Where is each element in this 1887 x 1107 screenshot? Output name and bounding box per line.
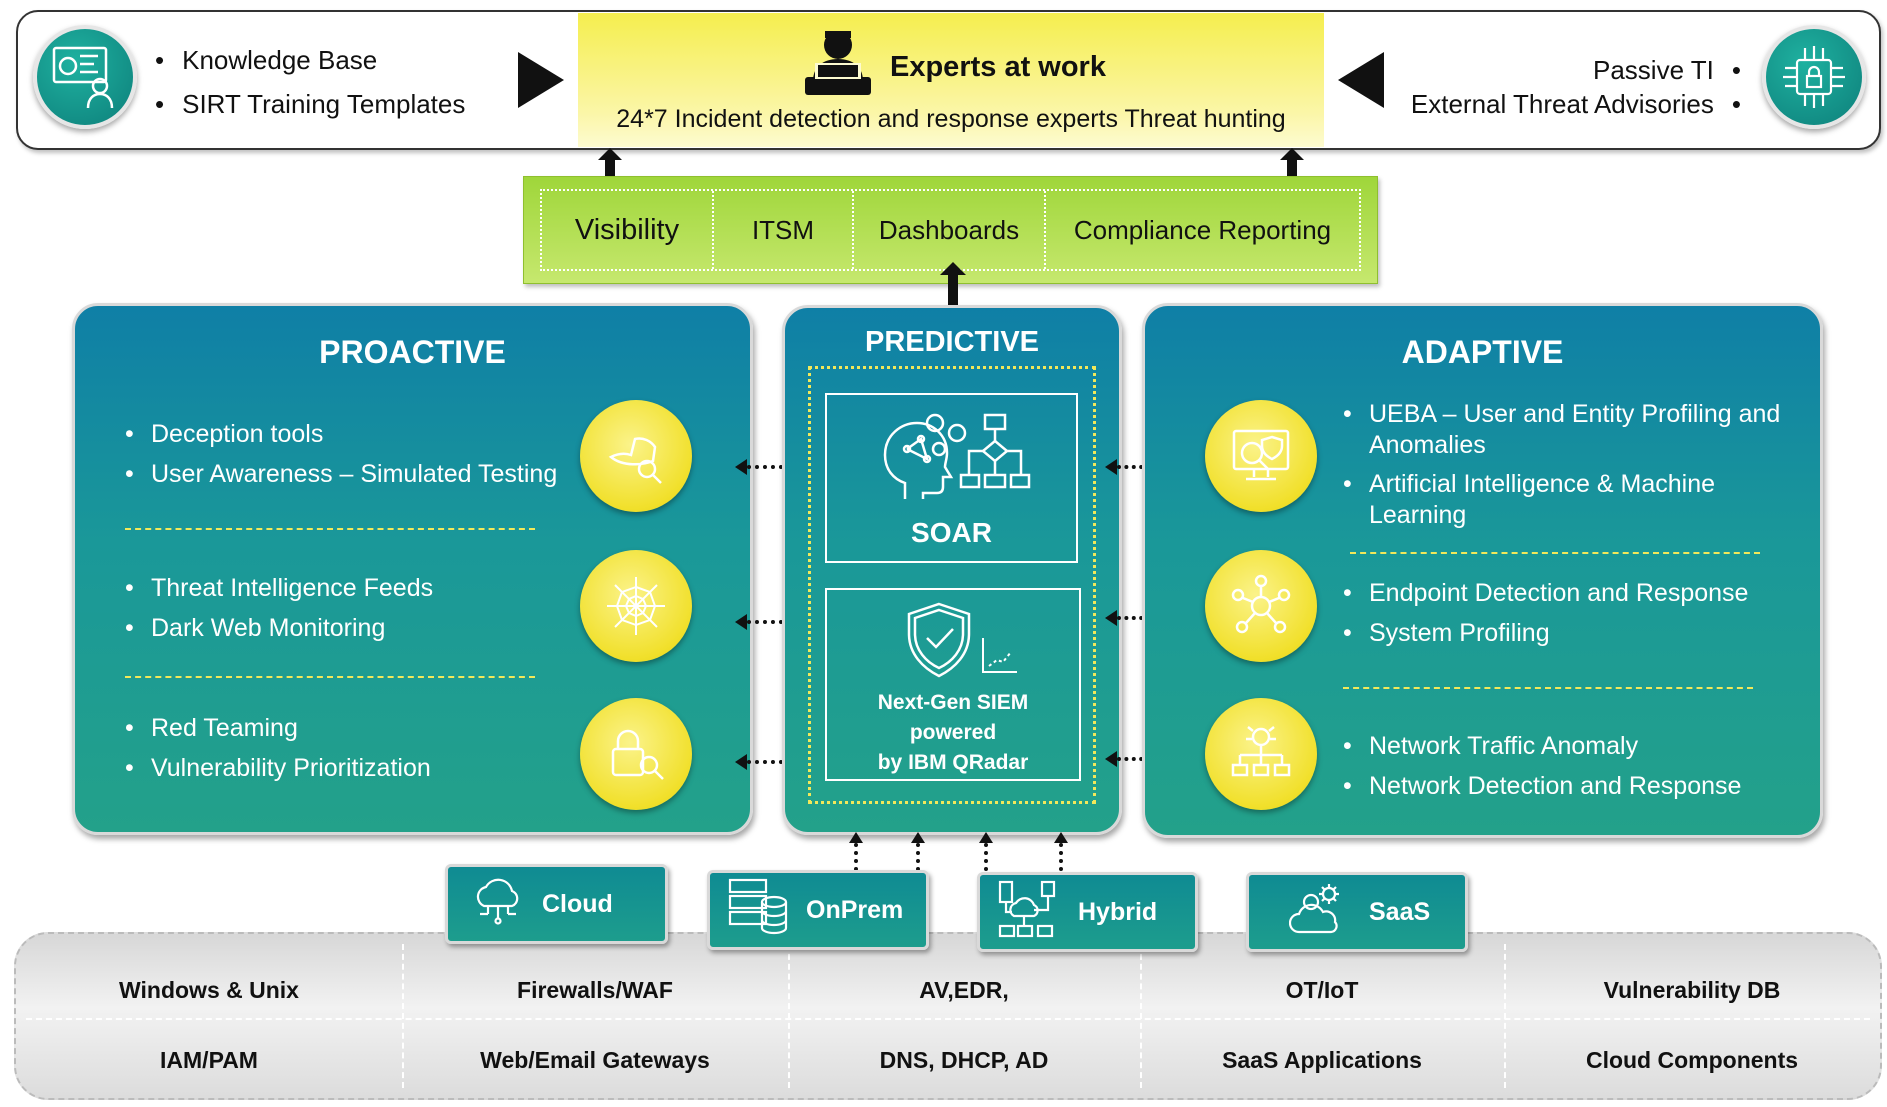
proactive-panel: PROACTIVE Deception tools User Awareness… bbox=[72, 303, 753, 835]
soar-label: SOAR bbox=[911, 517, 992, 548]
padlock-magnifier-icon bbox=[580, 698, 692, 810]
log-source: AV,EDR, bbox=[919, 976, 1009, 1003]
proactive-group-3: Red Teaming Vulnerability Prioritization bbox=[125, 708, 431, 788]
top-left-item: Knowledge Base bbox=[155, 38, 465, 82]
divider bbox=[1350, 552, 1760, 554]
experts-box: Experts at work 24*7 Incident detection … bbox=[578, 13, 1324, 147]
cloud-icon bbox=[470, 876, 526, 933]
training-screen-icon bbox=[33, 25, 137, 129]
up-arrow bbox=[979, 832, 993, 879]
source-hybrid: Hybrid bbox=[977, 872, 1198, 952]
network-hub-icon bbox=[1205, 550, 1317, 662]
source-label: SaaS bbox=[1369, 897, 1431, 926]
list-item: Endpoint Detection and Response bbox=[1343, 573, 1748, 613]
list-item: Network Detection and Response bbox=[1343, 766, 1741, 806]
double-arrow-icon bbox=[940, 262, 966, 318]
adaptive-group-2: Endpoint Detection and Response System P… bbox=[1343, 573, 1748, 653]
list-item: System Profiling bbox=[1343, 613, 1748, 653]
list-item: Artificial Intelligence & Machine Learni… bbox=[1343, 469, 1783, 531]
log-sources-grid: Windows & Unix Firewalls/WAF AV,EDR, OT/… bbox=[14, 932, 1882, 1100]
experts-subtitle: 24*7 Incident detection and response exp… bbox=[616, 105, 1286, 133]
proactive-group-1: Deception tools User Awareness – Simulat… bbox=[125, 414, 557, 494]
proactive-group-2: Threat Intelligence Feeds Dark Web Monit… bbox=[125, 568, 433, 648]
hybrid-network-icon bbox=[996, 878, 1058, 947]
adaptive-group-1: UEBA – User and Entity Profiling and Ano… bbox=[1343, 399, 1783, 539]
adaptive-group-3: Network Traffic Anomaly Network Detectio… bbox=[1343, 726, 1741, 806]
siem-line: powered bbox=[909, 721, 997, 744]
chip-lock-icon bbox=[1762, 25, 1866, 129]
list-item: Threat Intelligence Feeds bbox=[125, 568, 433, 608]
siem-line: by IBM QRadar bbox=[877, 751, 1029, 774]
top-left-item: SIRT Training Templates bbox=[155, 82, 465, 126]
top-right-item: Passive TI bbox=[1411, 53, 1741, 87]
vis-item-compliance-reporting: Compliance Reporting bbox=[1073, 214, 1332, 245]
up-arrow bbox=[911, 832, 925, 879]
divider bbox=[125, 676, 535, 678]
source-label: Hybrid bbox=[1078, 897, 1158, 926]
up-arrow bbox=[849, 832, 863, 879]
expert-laptop-icon bbox=[803, 27, 873, 104]
log-source: Vulnerability DB bbox=[1603, 976, 1781, 1003]
siem-line: Next-Gen SIEM bbox=[877, 691, 1029, 714]
hat-magnifier-icon bbox=[580, 400, 692, 512]
log-source: SaaS Applications bbox=[1222, 1046, 1422, 1073]
log-source: IAM/PAM bbox=[160, 1046, 258, 1073]
list-item: UEBA – User and Entity Profiling and Ano… bbox=[1343, 399, 1783, 461]
siem-label: Next-Gen SIEM powered by IBM QRadar bbox=[827, 688, 1079, 778]
log-source: Cloud Components bbox=[1585, 1046, 1799, 1073]
top-right-item: External Threat Advisories bbox=[1411, 87, 1741, 121]
proactive-title: PROACTIVE bbox=[319, 334, 506, 370]
source-saas: SaaS bbox=[1246, 872, 1468, 952]
list-item: Red Teaming bbox=[125, 708, 431, 748]
top-right-list: Passive TI External Threat Advisories bbox=[1411, 53, 1741, 121]
source-onprem: OnPrem bbox=[707, 870, 929, 950]
spider-web-icon bbox=[580, 550, 692, 662]
arrow-right-icon bbox=[518, 52, 564, 108]
list-item: Deception tools bbox=[125, 414, 557, 454]
vis-item-itsm: ITSM bbox=[714, 191, 854, 269]
list-item: Network Traffic Anomaly bbox=[1343, 726, 1741, 766]
predictive-panel: PREDICTIVE SOAR bbox=[782, 305, 1122, 835]
predictive-frame: SOAR Next-Gen SIEM powered by IBM QRadar bbox=[808, 366, 1096, 804]
source-label: Cloud bbox=[542, 889, 613, 918]
list-item: Dark Web Monitoring bbox=[125, 608, 433, 648]
log-source: DNS, DHCP, AD bbox=[879, 1046, 1049, 1073]
predictive-title: PREDICTIVE bbox=[864, 326, 1040, 358]
divider bbox=[125, 528, 535, 530]
network-bug-icon bbox=[1205, 698, 1317, 810]
adaptive-panel: ADAPTIVE UEBA – User and Entity Profilin… bbox=[1142, 303, 1823, 838]
soar-box: SOAR bbox=[825, 393, 1078, 563]
log-source: Web/Email Gateways bbox=[480, 1046, 710, 1073]
server-database-icon bbox=[728, 878, 788, 943]
profiling-monitor-icon bbox=[1205, 400, 1317, 512]
vis-item-dashboards: Dashboards bbox=[854, 191, 1046, 269]
up-arrow bbox=[1054, 832, 1068, 879]
source-cloud: Cloud bbox=[445, 864, 668, 944]
vis-item-visibility: Visibility bbox=[542, 191, 714, 269]
log-source: OT/IoT bbox=[1285, 976, 1359, 1003]
shield-check-chart-icon bbox=[905, 600, 1025, 685]
list-item: Vulnerability Prioritization bbox=[125, 748, 431, 788]
top-left-list: Knowledge Base SIRT Training Templates bbox=[155, 38, 465, 126]
source-label: OnPrem bbox=[806, 895, 904, 924]
cloud-gear-icon bbox=[1288, 882, 1347, 943]
log-source: Windows & Unix bbox=[119, 976, 299, 1003]
adaptive-title: ADAPTIVE bbox=[1401, 334, 1564, 370]
experts-title: Experts at work bbox=[890, 51, 1106, 83]
divider bbox=[1343, 687, 1753, 689]
log-source: Firewalls/WAF bbox=[517, 976, 673, 1003]
list-item: User Awareness – Simulated Testing bbox=[125, 454, 557, 494]
siem-box: Next-Gen SIEM powered by IBM QRadar bbox=[825, 588, 1081, 781]
arrow-left-icon bbox=[1338, 52, 1384, 108]
brain-workflow-icon bbox=[877, 409, 1033, 514]
